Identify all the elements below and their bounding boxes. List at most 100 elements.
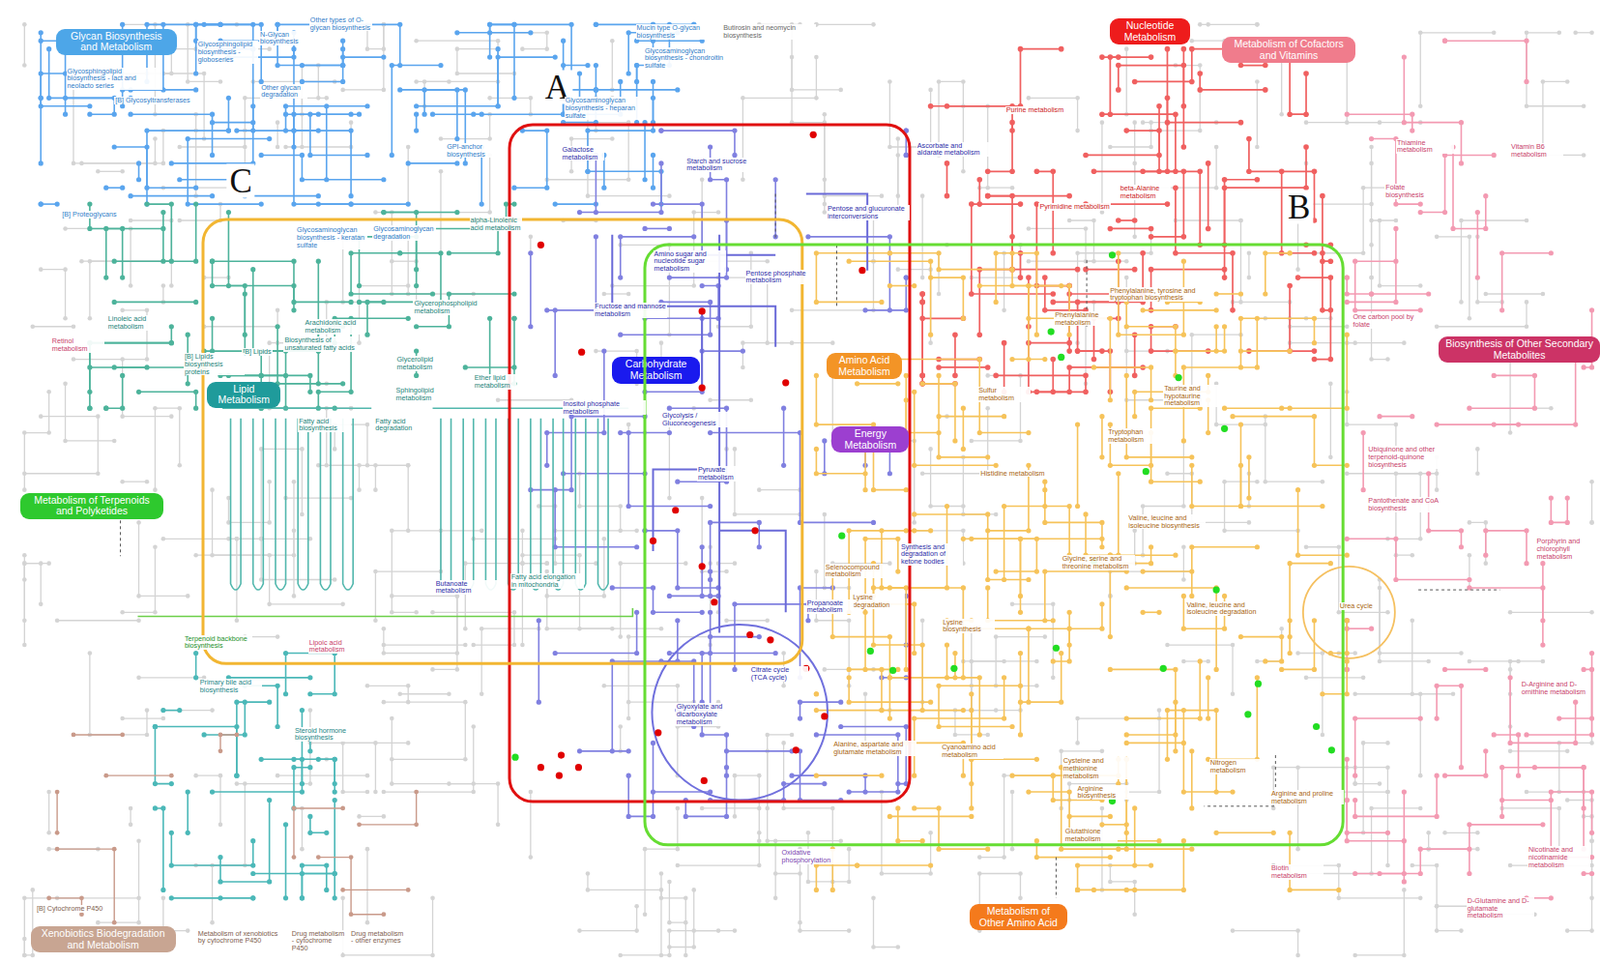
- pathway-line: [32, 325, 74, 327]
- compound-dot: [136, 520, 142, 525]
- compound-dot: [274, 683, 280, 689]
- compound-dot: [71, 161, 77, 167]
- pathway-line: [637, 39, 703, 42]
- pathway-line: [310, 742, 377, 792]
- compound-dot: [1385, 356, 1391, 362]
- compound-dot: [512, 610, 518, 615]
- compound-dot: [283, 895, 289, 901]
- compound-dot: [1377, 283, 1383, 289]
- pathway-line: [40, 269, 65, 320]
- compound-dot: [756, 487, 762, 493]
- compound-dot: [430, 112, 436, 117]
- compound-dot: [773, 871, 779, 876]
- compound-dot: [71, 323, 77, 329]
- pathway-line: [359, 236, 417, 287]
- compound-dot: [185, 332, 191, 338]
- compound-dot: [209, 487, 215, 493]
- compound-dot: [340, 602, 346, 608]
- compound-dot: [479, 528, 485, 534]
- compound-dot: [290, 299, 296, 305]
- pathway-line: [383, 701, 466, 759]
- pathway-line: [457, 49, 515, 74]
- compound-dot: [1458, 299, 1464, 305]
- pathway-line: [775, 872, 800, 923]
- compound-dot: [1418, 536, 1424, 542]
- compound-dot: [806, 879, 812, 885]
- compound-dot: [340, 380, 346, 386]
- compound-dot: [487, 29, 493, 35]
- compound-dot: [1132, 161, 1137, 167]
- compound-dot: [323, 463, 329, 468]
- compound-dot: [348, 201, 353, 206]
- compound-dot: [185, 79, 191, 85]
- compound-dot: [617, 953, 623, 959]
- compound-dot: [960, 528, 966, 534]
- compound-dot: [740, 340, 746, 346]
- compound-dot: [176, 218, 182, 224]
- compound-dot: [756, 863, 762, 869]
- compound-dot: [1214, 185, 1220, 191]
- pathway-line: [163, 73, 204, 140]
- compound-dot: [1197, 22, 1203, 28]
- compound-dot: [169, 323, 175, 329]
- compound-dot: [1279, 626, 1284, 632]
- compound-dot: [1205, 226, 1212, 233]
- pathway-line: [236, 710, 311, 785]
- compound-dot: [62, 266, 68, 272]
- pathway-line: [286, 496, 352, 498]
- compound-dot: [176, 145, 182, 150]
- pathway-line: [1436, 236, 1470, 319]
- compound-dot: [266, 699, 272, 705]
- compound-dot: [365, 773, 371, 779]
- compound-dot: [38, 201, 44, 206]
- compound-dot: [389, 781, 395, 786]
- compound-dot: [846, 879, 852, 885]
- compound-dot: [911, 520, 917, 525]
- compound-dot: [340, 896, 346, 902]
- compound-dot: [601, 185, 607, 191]
- pathway-line: [196, 24, 221, 41]
- pathway-line: [212, 865, 254, 923]
- compound-dot: [152, 487, 158, 493]
- compound-dot: [1425, 830, 1431, 836]
- compound-dot: [1181, 577, 1187, 582]
- compound-dot: [1050, 602, 1056, 608]
- pathway-line: [130, 195, 212, 198]
- compound-dot: [1075, 740, 1080, 746]
- compound-dot: [781, 683, 786, 689]
- compound-dot: [494, 250, 500, 256]
- compound-dot: [1541, 659, 1546, 665]
- compound-dot: [29, 953, 35, 959]
- compound-dot: [22, 430, 28, 436]
- compound-dot: [112, 438, 117, 444]
- compound-dot: [781, 806, 786, 812]
- pathway-line: [277, 775, 368, 777]
- compound-dot: [128, 112, 134, 117]
- compound-dot: [144, 22, 149, 28]
- compound-dot: [299, 176, 305, 182]
- compound-dot: [1524, 103, 1530, 109]
- compound-dot: [128, 193, 134, 199]
- compound-dot: [724, 617, 729, 623]
- compound-dot: [217, 22, 223, 28]
- compound-dot: [577, 503, 582, 509]
- compound-dot: [290, 259, 296, 264]
- compound-dot: [789, 87, 795, 93]
- pathway-line: [1306, 146, 1372, 204]
- compound-dot: [544, 185, 550, 191]
- compound-dot: [406, 740, 411, 746]
- compound-dot: [764, 838, 770, 844]
- compound-dot: [602, 593, 608, 599]
- compound-dot: [299, 846, 305, 852]
- compound-dot: [455, 667, 461, 672]
- compound-dot: [919, 290, 926, 297]
- compound-dot: [691, 944, 697, 950]
- compound-dot: [1401, 340, 1407, 346]
- compound-dot: [1344, 323, 1350, 329]
- compound-dot: [112, 144, 117, 149]
- pathway-line: [359, 253, 441, 303]
- compound-dot: [112, 112, 117, 117]
- compound-dot: [602, 683, 608, 689]
- compound-dot: [266, 797, 272, 803]
